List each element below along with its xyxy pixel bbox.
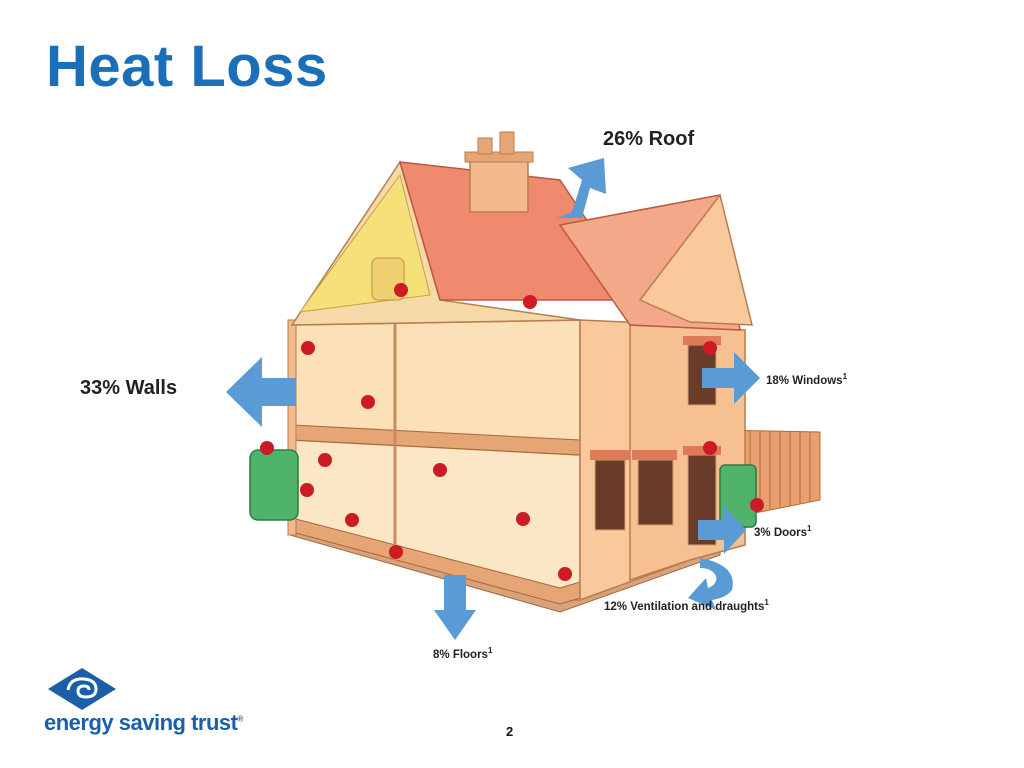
hotspot-bathroom bbox=[301, 341, 315, 355]
hotspot-roof-eaves bbox=[523, 295, 537, 309]
label-windows: 18% Windows1 bbox=[766, 372, 847, 387]
label-doors-text: 3% Doors bbox=[754, 526, 808, 539]
label-windows-footnote: 1 bbox=[842, 372, 848, 381]
hotspot-fridge bbox=[300, 483, 314, 497]
hotspot-kitchen bbox=[318, 453, 332, 467]
hotspot-bathroom-floor bbox=[361, 395, 375, 409]
energy-saving-trust-logo: energy saving trust® bbox=[44, 666, 244, 746]
hotspot-lamp bbox=[433, 463, 447, 477]
water-butt bbox=[249, 449, 299, 521]
hotspot-washer bbox=[345, 513, 359, 527]
hotspot-window-lower bbox=[703, 441, 717, 455]
label-ventilation-footnote: 1 bbox=[764, 598, 769, 607]
label-ventilation: 12% Ventilation and draughts1 bbox=[604, 598, 769, 613]
logo-text: energy saving trust bbox=[44, 710, 238, 735]
hotspot-radiator bbox=[389, 545, 403, 559]
hotspot-loft bbox=[394, 283, 408, 297]
label-ventilation-text: 12% Ventilation and draughts bbox=[604, 600, 765, 613]
label-roof: 26% Roof bbox=[603, 128, 695, 150]
label-walls: 33% Walls bbox=[80, 377, 178, 399]
hotspot-floor-draught bbox=[558, 567, 572, 581]
doors-arrow bbox=[698, 506, 746, 554]
label-floors-text: 8% Floors bbox=[433, 648, 488, 661]
hotspot-window-upper bbox=[703, 341, 717, 355]
label-floors-footnote: 1 bbox=[487, 646, 493, 655]
logo-wordmark: energy saving trust® bbox=[44, 710, 243, 736]
page-number: 2 bbox=[506, 724, 514, 739]
slide-title: Heat Loss bbox=[46, 34, 328, 99]
hotspot-tv bbox=[516, 512, 530, 526]
hotspot-water-butt bbox=[260, 441, 274, 455]
house-front bbox=[579, 319, 746, 602]
house-roof bbox=[290, 131, 753, 331]
hotspot-door bbox=[750, 498, 764, 512]
label-floors: 8% Floors1 bbox=[433, 646, 492, 661]
label-windows-text: 18% Windows bbox=[766, 374, 843, 387]
label-doors-footnote: 1 bbox=[807, 524, 812, 533]
house-cutaway bbox=[287, 319, 581, 605]
logo-registered-mark: ® bbox=[237, 714, 243, 724]
ventilation-arrow bbox=[688, 558, 733, 610]
swirl-icon bbox=[48, 668, 116, 710]
roof-arrow bbox=[557, 158, 606, 218]
walls-arrow bbox=[226, 357, 296, 427]
floors-arrow bbox=[434, 575, 476, 640]
label-doors: 3% Doors1 bbox=[754, 524, 812, 539]
windows-arrow bbox=[702, 352, 760, 404]
